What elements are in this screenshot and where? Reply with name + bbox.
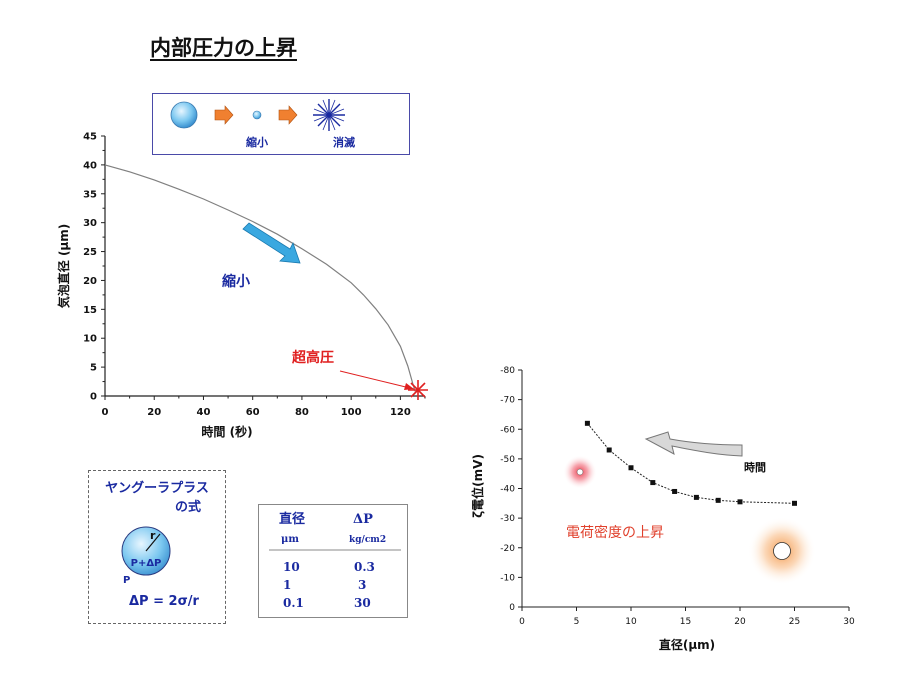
pressure-table: 直径 ΔP μm kg/cm2 10 0.3 1 3 0.1 30: [258, 504, 408, 618]
table-cell: 0.3: [354, 560, 375, 574]
chart1-y-tick-label: 20: [83, 276, 97, 287]
shrink-arrow-icon: [242, 222, 301, 264]
chart2-y-tick-label: -50: [500, 455, 515, 465]
chart1-x-tick-label: 120: [390, 407, 411, 418]
chart1-annotation-highpressure: 超高圧: [291, 349, 334, 366]
chart1-y-tick-label: 45: [83, 132, 97, 143]
chart2-data-point: [737, 499, 743, 505]
chart2-y-tick-label: -60: [500, 425, 515, 435]
highpressure-pointer-head: [404, 383, 414, 390]
chart2-x-tick-label: 15: [680, 617, 691, 627]
chart1-x-tick-label: 40: [197, 407, 211, 418]
radius-line: [145, 533, 161, 552]
chart2-data-point: [715, 497, 721, 503]
chart1-y-tick-label: 5: [90, 363, 97, 374]
large-bubble-core: [773, 542, 791, 560]
chart1-x-tick-label: 60: [246, 407, 260, 418]
chart2-x-tick-label: 30: [843, 617, 855, 627]
chart2-y-tick-label: -40: [500, 485, 515, 495]
page-title: 内部圧力の上昇: [150, 36, 297, 60]
zeta-potential-chart: 0 5 10 15 20 25 30 0 -10 -20 -30 -40 -50 -60 -70 -80 時間…: [470, 366, 855, 652]
chart2-data-point: [693, 494, 699, 500]
chart2-data-point: [792, 500, 797, 506]
chart1-y-tick-label: 15: [83, 305, 97, 316]
chart2-data-point: [672, 488, 678, 494]
chart2-y-tick-label: -10: [500, 573, 515, 583]
chart1-x-tick-label: 0: [102, 407, 109, 418]
chart2-data-point: [584, 420, 590, 426]
chart2-y-tick-label: -80: [500, 366, 515, 376]
table-header-diameter: 直径: [279, 511, 305, 527]
inner-pressure-label: P+ΔP: [131, 558, 162, 569]
chart1-y-tick-label: 25: [83, 247, 97, 258]
radius-label: r: [150, 529, 156, 542]
table-cell: 3: [358, 578, 366, 592]
highpressure-pointer: [339, 370, 415, 390]
chart1-y-tick-label: 0: [90, 392, 97, 403]
chart1-ticks: 0 20 40 60 80 100 120 0 5 10 15 20 25 30 35 40 45: [83, 132, 426, 418]
chart1-y-tick-label: 40: [83, 160, 97, 171]
pressure-table-grid: 直径 ΔP μm kg/cm2 10 0.3 1 3 0.1 30: [269, 511, 401, 610]
chart2-x-tick-label: 20: [734, 617, 746, 627]
chart2-points: [584, 420, 797, 506]
chart2-annotation-charge: 電荷密度の上昇: [566, 524, 664, 541]
chart2-x-tick-label: 25: [789, 617, 800, 627]
shrink-label: 縮小: [246, 135, 268, 149]
chart2-y-tick-label: -30: [500, 514, 515, 524]
process-arrow-icon: [214, 105, 234, 125]
chart1-y-tick-label: 35: [83, 189, 97, 200]
process-diagram: 縮小 消滅: [170, 99, 355, 149]
table-cell: 10: [283, 560, 300, 574]
young-laplace-title: ヤングーラプラス: [105, 480, 209, 496]
table-cell: 30: [354, 596, 371, 610]
burst-icon: [313, 99, 345, 131]
chart1-ylabel: 気泡直径 (μm): [56, 224, 71, 308]
chart1-axes: [104, 136, 425, 397]
charged-small-bubble-core: [576, 468, 584, 476]
time-arrow-icon: [644, 431, 743, 457]
chart2-y-tick-label: -70: [500, 396, 515, 406]
chart2-xlabel: 直径(μm): [659, 637, 715, 652]
chart2-x-tick-label: 5: [574, 617, 580, 627]
chart2-ticks: 0 5 10 15 20 25 30 0 -10 -20 -30 -40 -50 -60 -70 -80: [500, 366, 855, 627]
outer-pressure-label: P: [123, 575, 130, 586]
young-laplace-box: ヤングーラプラス の式 r P+ΔP P ΔP = 2σ/r: [88, 470, 226, 624]
table-cell: 0.1: [283, 596, 304, 610]
young-laplace-formula: ΔP = 2σ/r: [129, 594, 199, 609]
chart2-ylabel: ζ電位(mV): [470, 454, 485, 518]
large-bubble-icon: [170, 101, 198, 129]
chart1-x-tick-label: 80: [295, 407, 309, 418]
chart2-y-tick-label: 0: [509, 603, 515, 613]
chart2-y-tick-label: -20: [500, 544, 515, 554]
vanish-label: 消滅: [333, 135, 355, 149]
chart2-x-tick-label: 0: [519, 617, 525, 627]
table-unit-diameter: μm: [281, 534, 299, 545]
young-laplace-subtitle: の式: [175, 499, 201, 515]
chart1-y-tick-label: 10: [83, 334, 97, 345]
chart2-data-point: [628, 465, 634, 471]
young-laplace-diagram: ヤングーラプラス の式 r P+ΔP P ΔP = 2σ/r: [105, 480, 209, 609]
bubble-diameter-chart: 0 20 40 60 80 100 120 0 5 10 15 20 25 30 35 40 45 縮小 超高圧…: [56, 132, 428, 439]
chart2-annotation-time: 時間: [744, 460, 766, 474]
table-header-dp: ΔP: [353, 512, 373, 527]
chart1-series-line: [104, 164, 416, 392]
chart1-x-tick-label: 100: [341, 407, 362, 418]
chart1-xlabel: 時間 (秒): [201, 424, 252, 439]
table-cell: 1: [283, 578, 291, 592]
small-bubble-icon: [252, 110, 262, 120]
chart1-y-tick-label: 30: [83, 218, 97, 229]
table-unit-dp: kg/cm2: [349, 535, 386, 545]
chart1-annotation-shrink: 縮小: [222, 273, 250, 290]
chart1-x-tick-label: 20: [147, 407, 161, 418]
process-arrow-icon: [278, 105, 298, 125]
chart2-x-tick-label: 10: [625, 617, 637, 627]
chart2-data-point: [650, 480, 656, 486]
process-illustration: 縮小 消滅: [152, 93, 410, 155]
chart2-data-point: [606, 447, 612, 453]
burst-star-icon: [408, 380, 428, 400]
